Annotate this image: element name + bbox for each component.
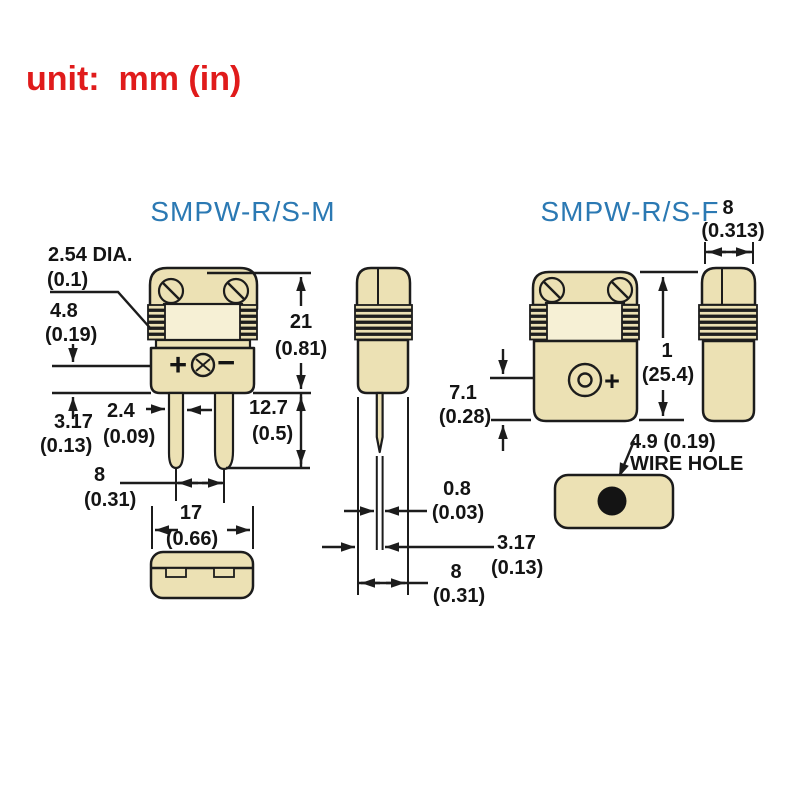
dim-8-mm: 8 — [94, 464, 105, 486]
female-front-view: + — [529, 270, 640, 423]
dim-24-in: (0.09) — [103, 426, 155, 448]
male-side-cap — [355, 266, 412, 309]
dim-s317-mm: 3.17 — [497, 532, 536, 554]
minus-symbol: − — [217, 345, 235, 380]
dim-fs8-in: (0.313) — [701, 220, 764, 242]
dim-s317-in: (0.13) — [491, 557, 543, 579]
male-ribs-right — [239, 304, 258, 341]
dim-8-in: (0.31) — [84, 489, 136, 511]
jack-socket-inner-icon — [577, 372, 593, 388]
dim-pin-dia-in: (0.1) — [47, 269, 88, 291]
female-body — [532, 339, 639, 423]
male-side-dimensions: 0.8 (0.03) 3.17 (0.13) 8 (0.31) — [322, 397, 543, 607]
dim-24-mm: 2.4 — [107, 400, 136, 422]
female-recess-panel — [544, 301, 626, 343]
female-side-cap — [700, 266, 757, 307]
male-connector-title: SMPW-R/S-M — [150, 196, 335, 227]
female-side-ribs — [698, 304, 758, 341]
screw-slot-icon — [227, 282, 245, 300]
female-ribs-left — [529, 304, 548, 341]
leader-line — [50, 290, 152, 330]
male-bottom-view — [149, 550, 255, 600]
dim-21-in: (0.81) — [275, 338, 327, 360]
male-body — [149, 346, 256, 395]
pin-slot — [213, 567, 235, 578]
wire-hole-label: WIRE HOLE — [630, 453, 743, 475]
dim-1-mm: 1 — [661, 340, 672, 362]
male-front-dimensions: 2.54 DIA. (0.1) 4.8 (0.19) 3.17 (0.13) 2… — [40, 244, 327, 550]
dim-21-mm: 21 — [290, 311, 312, 333]
screw-slot-icon — [543, 281, 561, 299]
dim-08-mm: 0.8 — [443, 478, 471, 500]
male-ribs-left — [147, 304, 166, 341]
center-screw-icon — [190, 352, 216, 378]
female-side-view: 8 (0.313) — [698, 197, 765, 423]
female-connector-title: SMPW-R/S-F — [540, 196, 719, 227]
pin-slot — [165, 567, 187, 578]
dim-1-in: (25.4) — [642, 364, 694, 386]
dim-08-in: (0.03) — [432, 502, 484, 524]
dim-17-in: (0.66) — [166, 528, 218, 550]
dim-71-mm: 7.1 — [449, 382, 477, 404]
dim-127-mm: 12.7 — [249, 397, 288, 419]
screw-slot-icon — [611, 281, 629, 299]
dim-48-in: (0.19) — [45, 324, 97, 346]
wire-hole-dim: 4.9 (0.19) — [630, 431, 716, 453]
female-ribs-right — [621, 304, 640, 341]
dim-127-in: (0.5) — [252, 423, 293, 445]
male-pin-large — [213, 391, 235, 471]
jack-socket-icon — [567, 362, 603, 398]
male-bottom-body — [149, 550, 255, 600]
dim-71-in: (0.28) — [439, 406, 491, 428]
dim-pin-dia-mm: 2.54 DIA. — [48, 244, 132, 266]
dim-s8-mm: 8 — [450, 561, 461, 583]
female-side-body — [701, 339, 756, 423]
plus-symbol: + — [604, 366, 620, 396]
wire-hole — [597, 486, 627, 516]
unit-label: unit: mm (in) — [26, 60, 241, 98]
dim-s8-in: (0.31) — [433, 585, 485, 607]
dim-317-in: (0.13) — [40, 435, 92, 457]
male-side-body — [356, 338, 410, 395]
plus-symbol: + — [169, 347, 187, 382]
screw-slot-icon — [162, 282, 180, 300]
male-pin-small — [167, 391, 185, 470]
male-front-view: + − — [147, 266, 259, 471]
male-side-blade-pin — [375, 391, 384, 454]
male-side-ribs — [354, 304, 413, 341]
male-side-view — [354, 266, 413, 454]
female-bottom-view: 4.9 (0.19) WIRE HOLE — [553, 431, 743, 530]
dim-317-mm: 3.17 — [54, 411, 93, 433]
male-recess-panel — [162, 302, 244, 343]
dim-fs8-mm: 8 — [722, 197, 733, 219]
dim-17-mm: 17 — [180, 502, 202, 524]
dim-48-mm: 4.8 — [50, 300, 78, 322]
female-front-dimensions: 7.1 (0.28) 1 (25.4) — [439, 270, 698, 451]
